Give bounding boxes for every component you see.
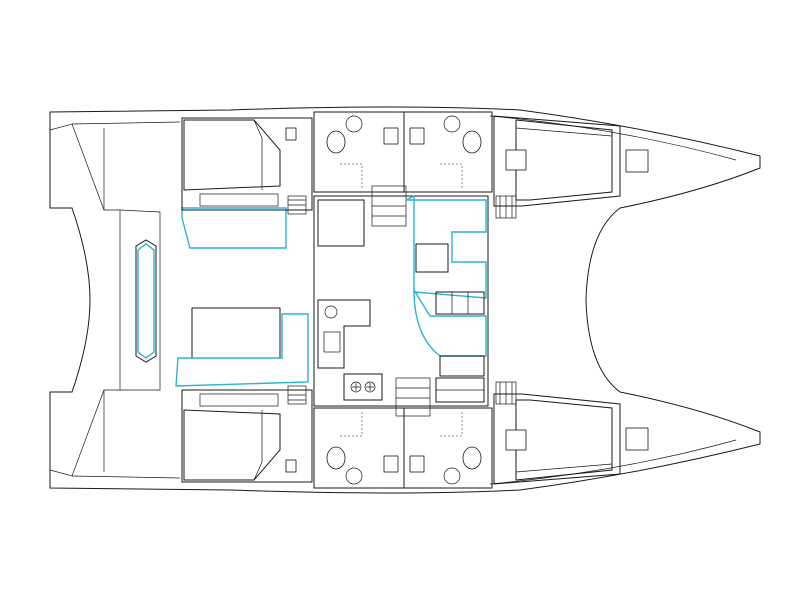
head-top-right bbox=[403, 111, 493, 193]
cabin-aft-top bbox=[181, 117, 313, 215]
cockpit-bench bbox=[135, 239, 157, 363]
wc-icon bbox=[462, 446, 482, 470]
head-top-left bbox=[313, 111, 405, 193]
sink-icon bbox=[324, 305, 338, 319]
hatch-icon bbox=[505, 149, 527, 171]
cockpit-lounge bbox=[175, 118, 309, 387]
hatch-icon bbox=[409, 455, 425, 473]
washbasin-icon bbox=[345, 467, 363, 485]
washbasin-icon bbox=[443, 467, 461, 485]
fridge-icon bbox=[435, 291, 485, 315]
cabin-aft-bottom bbox=[181, 385, 313, 483]
washbasin-icon bbox=[443, 115, 461, 133]
wc-icon bbox=[326, 446, 346, 470]
nightstand-icon bbox=[285, 127, 297, 141]
head-bottom-right bbox=[403, 407, 493, 489]
chart-table bbox=[317, 199, 365, 247]
hatch-icon bbox=[409, 127, 425, 145]
cabin-fwd-bottom bbox=[493, 381, 649, 485]
sink-icon bbox=[323, 331, 341, 353]
saloon-galley bbox=[313, 185, 489, 417]
hatch-icon bbox=[383, 127, 399, 145]
hull-outline bbox=[49, 106, 761, 494]
saloon-table bbox=[415, 243, 449, 273]
hatch-icon bbox=[383, 455, 399, 473]
wc-icon bbox=[462, 130, 482, 154]
head-bottom-left bbox=[313, 407, 405, 489]
hatch-icon bbox=[625, 427, 649, 451]
companionway-steps bbox=[371, 185, 431, 417]
galley-counter bbox=[317, 299, 371, 369]
hatch-icon bbox=[505, 429, 527, 451]
washbasin-icon bbox=[345, 115, 363, 133]
nightstand-icon bbox=[285, 459, 297, 473]
wc-icon bbox=[326, 130, 346, 154]
stove-icon bbox=[343, 373, 383, 401]
hatch-icon bbox=[625, 149, 649, 173]
cabin-fwd-top bbox=[493, 115, 649, 219]
